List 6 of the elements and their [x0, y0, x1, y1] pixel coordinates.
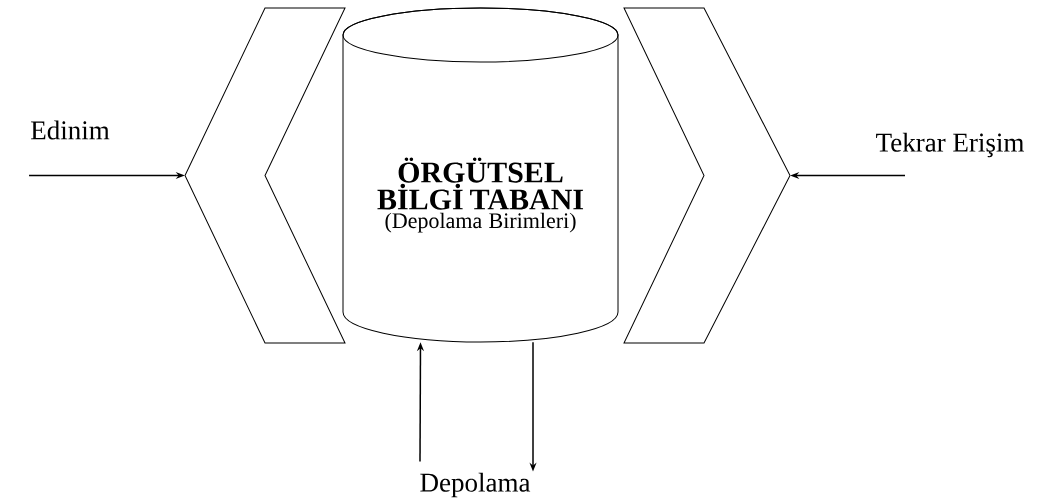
label-text: Depolama — [420, 472, 531, 498]
chevron-shape — [184, 7, 346, 344]
chevron-shape — [623, 7, 791, 344]
label-text: Edinim — [31, 120, 110, 140]
label-text: Tekrar Erişim — [876, 132, 1024, 158]
database-cylinder: ÖRGÜTSEL BİLGİ TABANI (Depolama Birimleri) — [342, 7, 619, 343]
